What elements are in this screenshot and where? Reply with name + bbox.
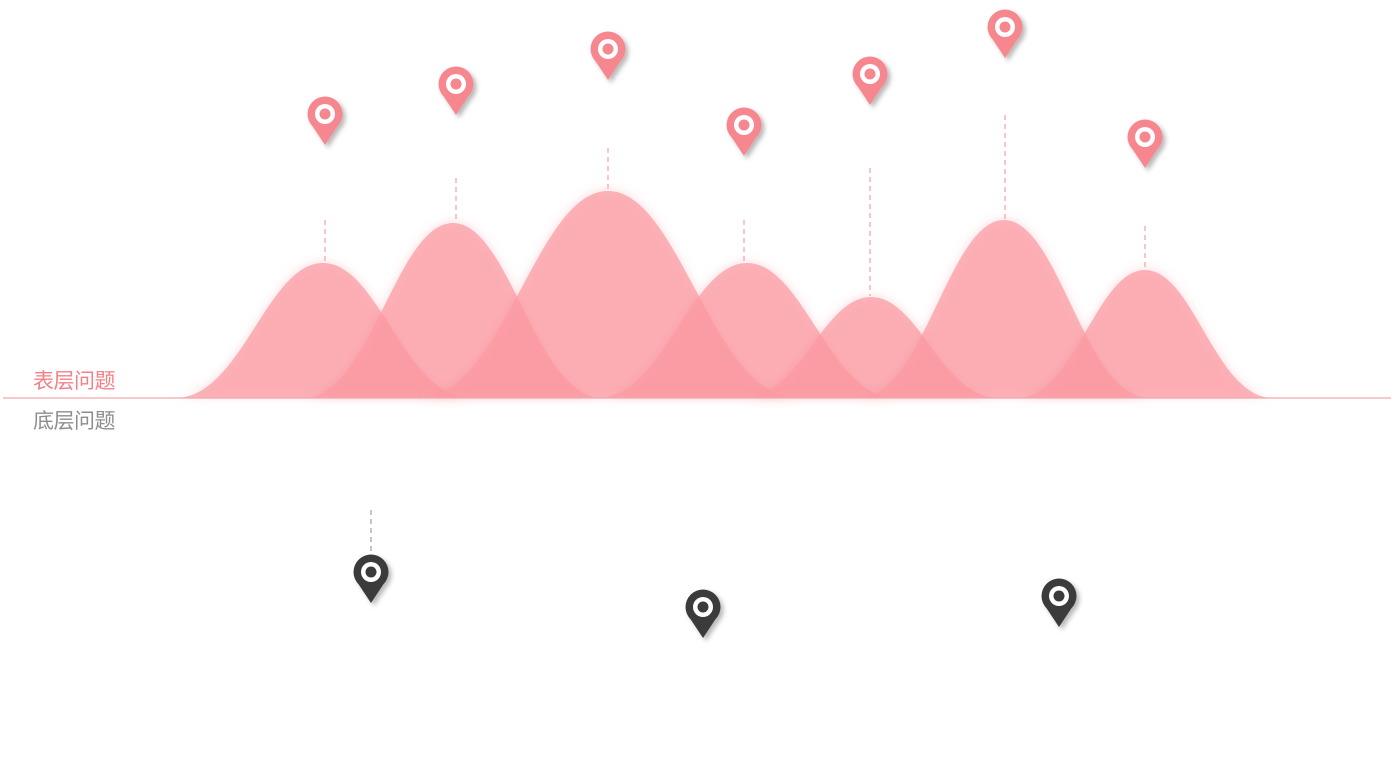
map-pin-icon (353, 554, 389, 603)
map-pin-icon (307, 96, 343, 145)
map-pin-icon (685, 589, 721, 638)
map-pin-icon (852, 56, 888, 105)
map-pin-icon (438, 66, 474, 115)
mountain-peak-7 (1017, 270, 1273, 398)
map-pin-icon (1041, 578, 1077, 627)
map-pin-icon (590, 31, 626, 80)
underlying-issues-label: 底层问题 (33, 409, 116, 433)
map-pin-icon (987, 9, 1023, 58)
connector-lines (324, 115, 1146, 552)
surface-issues-label: 表层问题 (33, 369, 116, 393)
map-pin-icon (726, 107, 762, 156)
markers-layer (307, 9, 1163, 638)
map-pin-icon (1127, 119, 1163, 168)
mountains-layer (175, 191, 1273, 398)
